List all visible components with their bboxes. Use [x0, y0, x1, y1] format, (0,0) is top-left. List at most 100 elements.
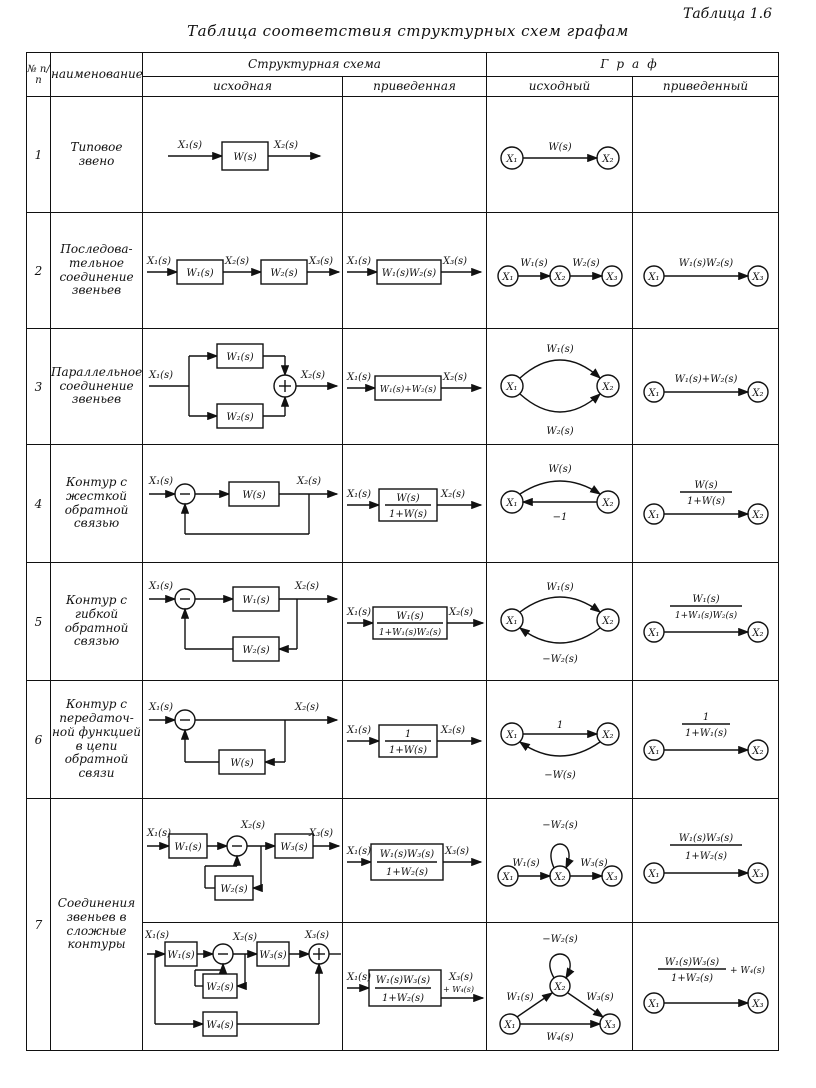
block-label: W₁(s)	[186, 268, 213, 279]
edge-label: W₁(s)	[506, 992, 533, 1003]
edge-label: W₁(s)	[512, 858, 539, 869]
block-label: W₂(s)	[242, 645, 269, 656]
node-label: X₁	[501, 872, 513, 883]
graph-reduced: X₁ X₂ W₁(s) 1+W₁(s)W₂(s)	[632, 562, 779, 681]
block-diagram: W(s) 1+W(s) X₁(s) X₂(s)	[346, 487, 482, 522]
block-label: W₁(s)	[396, 611, 423, 622]
row-num: 7	[26, 798, 51, 1051]
scheme-reduced: W₁(s)W₂(s) X₁(s) X₃(s)	[342, 212, 487, 329]
block-label: W₃(s)	[259, 950, 286, 961]
row-name: Контур с жесткой обратной связью	[50, 444, 143, 563]
block-label: W₁(s)+W₂(s)	[379, 384, 436, 395]
signal-label: X₁(s)	[177, 140, 202, 151]
signal-graph: X₁ X₂ W(s) −1	[499, 464, 620, 523]
signal-graph: X₁ X₂ W(s)	[499, 142, 620, 170]
signal-label: X₁(s)	[346, 607, 371, 618]
graph-original: X₁ X₂ W₁(s) W₂(s)	[486, 328, 633, 445]
block-diagram: W₁(s)+W₂(s) X₁(s) X₂(s)	[346, 372, 482, 401]
node-label: X₁	[501, 272, 513, 283]
page-title: Таблица соответствия структурных схем гр…	[187, 22, 629, 40]
edge-label: W₁(s)W₃(s)	[664, 957, 719, 968]
block-label: 1+W(s)	[389, 509, 427, 520]
node-label: X₁	[647, 272, 659, 283]
block-diagram: W₁(s)W₃(s) 1+W₂(s) + W₄(s) X₁(s) X₃(s)	[346, 968, 484, 1007]
table-row: 2 Последова-тельное соединение звеньев W…	[26, 212, 779, 329]
header-reduced-graph: приведенный	[632, 76, 779, 97]
scheme-original: W₁(s) W₂(s) X₁(s) X₂(s)	[142, 562, 343, 681]
signal-graph: X₁ X₂ W₁(s) W₂(s)	[499, 344, 620, 437]
node-label: X₃	[605, 872, 617, 883]
node-label: X₂	[601, 154, 613, 165]
block-diagram: W₁(s)W₃(s) 1+W₂(s) X₁(s) X₃(s)	[346, 842, 482, 881]
scheme-original: W(s) X₁(s) X₂(s)	[142, 680, 343, 799]
node-label: X₁	[647, 869, 659, 880]
scheme-reduced: W₁(s)+W₂(s) X₁(s) X₂(s)	[342, 328, 487, 445]
scheme-reduced: W₁(s) 1+W₁(s)W₂(s) X₁(s) X₂(s)	[342, 562, 487, 681]
block-label: 1	[404, 729, 410, 740]
graph-original: X₁ X₂ W₁(s) −W₂(s)	[486, 562, 633, 681]
signal-graph: X₁ X₃ W₁(s)W₃(s) 1+W₂(s)	[642, 833, 769, 884]
block-diagram: W(s) X₁(s) X₂(s)	[148, 476, 338, 535]
signal-graph: X₁ X₂ X₃ −W₂(s) W₁(s) W₃(s)	[496, 820, 623, 887]
row-num: 4	[26, 444, 51, 563]
node-label: X₂	[751, 746, 763, 757]
edge-label: W₂(s)	[546, 426, 573, 437]
graph-original: X₁ X₂ 1 −W(s)	[486, 680, 633, 799]
graph-reduced: X₁ X₂ 1 1+W₁(s)	[632, 680, 779, 799]
row-num: 1	[26, 96, 51, 213]
graph-original: X₂ X₁ X₃ −W₂(s) W₁(s) W₃(s) W₄(s)	[486, 922, 633, 1051]
node-label: X₁	[505, 730, 517, 741]
edge-label: 1	[702, 712, 708, 723]
node-label: X₃	[751, 869, 763, 880]
header-name: наименование	[50, 52, 143, 97]
graph-reduced: X₁ X₃ W₁(s)W₃(s) 1+W₂(s)	[632, 798, 779, 923]
header-num: № п/п	[26, 52, 51, 97]
signal-graph: X₁ X₂ W₁(s) 1+W₁(s)W₂(s)	[642, 594, 769, 643]
block-diagram: W₁(s) W₂(s) X₁(s) X₂(s)	[148, 342, 338, 429]
node-label: X₁	[647, 388, 659, 399]
node-label: X₁	[505, 498, 517, 509]
block-label: W₄(s)	[206, 1020, 233, 1031]
edge-label: W(s)	[548, 464, 571, 475]
node-label: X₁	[647, 628, 659, 639]
edge-label: 1	[556, 720, 562, 731]
row-name: Параллельное соединение звеньев	[50, 328, 143, 445]
block-label: W₂(s)	[220, 884, 247, 895]
table-row: 4 Контур с жесткой обратной связью W(s) …	[26, 444, 779, 563]
signal-label: X₂(s)	[296, 476, 321, 487]
edge-label: W(s)	[694, 480, 717, 491]
row-name: Типовое звено	[50, 96, 143, 213]
signal-label: X₃(s)	[442, 256, 467, 267]
graph-reduced	[632, 96, 779, 213]
row-num: 2	[26, 212, 51, 329]
node-label: X₂	[751, 628, 763, 639]
edge-label: W₁(s)	[546, 582, 573, 593]
node-label: X₂	[751, 388, 763, 399]
signal-label: X₁(s)	[346, 256, 371, 267]
signal-label: X₃(s)	[444, 846, 469, 857]
signal-label: X₁(s)	[146, 828, 171, 839]
block-label: W₁(s)	[167, 950, 194, 961]
row-num: 6	[26, 680, 51, 799]
table-row: 5 Контур с гибкой обратной связью W₁(s) …	[26, 562, 779, 681]
edge-label: 1+W₁(s)W₂(s)	[674, 610, 737, 621]
row-name: Последова-тельное соединение звеньев	[50, 212, 143, 329]
edge-label: −1	[552, 512, 567, 523]
header-graph: Граф	[486, 52, 779, 77]
scheme-original: W(s) X₁(s) X₂(s)	[142, 96, 343, 213]
graph-reduced: X₁ X₂ W₁(s)+W₂(s)	[632, 328, 779, 445]
block-label: W₁(s)	[226, 352, 253, 363]
correspondence-table: № п/п наименование Структурная схема Гра…	[26, 52, 779, 1051]
signal-label: X₂(s)	[440, 489, 465, 500]
signal-label: X₂(s)	[448, 607, 473, 618]
signal-graph: X₁ X₃ W₁(s)W₃(s) 1+W₂(s) + W₄(s)	[642, 957, 769, 1014]
graph-original: X₁ X₂ X₃ −W₂(s) W₁(s) W₃(s)	[486, 798, 633, 923]
header-original: исходная	[142, 76, 343, 97]
node-label: X₃	[603, 1020, 615, 1031]
node-label: X₂	[553, 982, 565, 993]
node-label: X₁	[647, 746, 659, 757]
edge-label: W(s)	[548, 142, 571, 153]
signal-label: X₂(s)	[224, 256, 249, 267]
signal-graph: X₁ X₂ 1 −W(s)	[499, 720, 620, 781]
edge-label: −W(s)	[544, 770, 576, 781]
